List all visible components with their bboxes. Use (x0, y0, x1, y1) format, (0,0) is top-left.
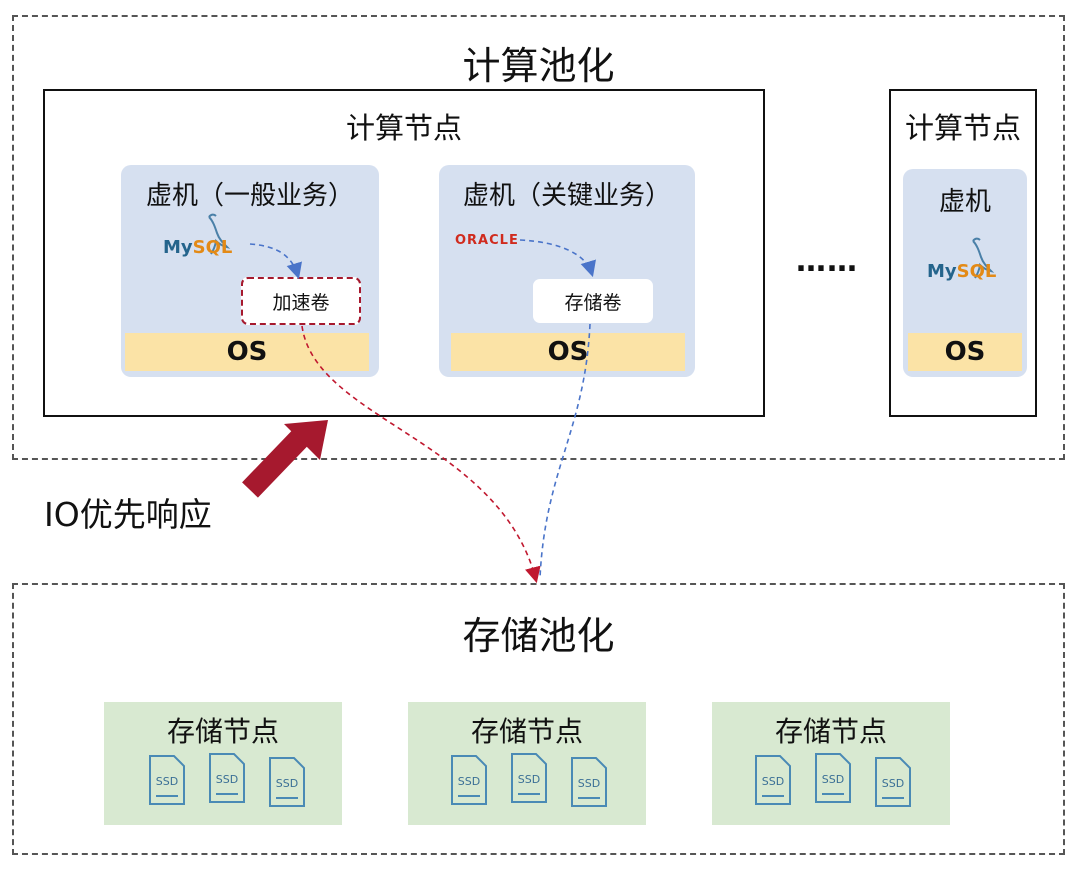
mysql-logo: MySQL (161, 211, 241, 267)
svg-text:SSD: SSD (762, 775, 784, 788)
compute-node-title: 计算节点 (904, 111, 1021, 145)
svg-text:SSD: SSD (518, 773, 540, 786)
svg-text:SSD: SSD (578, 777, 600, 790)
svg-text:SSD: SSD (822, 773, 844, 786)
svg-text:SSD: SSD (216, 773, 238, 786)
ssd-icon: SSD (506, 752, 548, 806)
compute-pool: 计算池化 (12, 15, 1065, 460)
storage-volume: 存储卷 (533, 279, 653, 323)
svg-text:SSD: SSD (156, 775, 178, 788)
storage-node: 存储节点 SSD SSD SSD (104, 702, 342, 825)
mysql-wordmark: MySQL (927, 261, 996, 282)
storage-node-title: 存储节点 (774, 715, 887, 748)
ssd-icon: SSD (204, 752, 246, 806)
mysql-text-my: My (927, 261, 957, 282)
ssd-icon: SSD (750, 754, 792, 808)
storage-node-title: 存储节点 (166, 715, 279, 748)
storage-pool: 存储池化 (12, 583, 1065, 855)
svg-text:SSD: SSD (276, 777, 298, 790)
ssd-icon: SSD (870, 756, 912, 810)
os-bar: OS (125, 333, 369, 371)
vm-critical: 虚机（关键业务） ORACLE 存储卷 OS (439, 165, 695, 377)
oracle-logo: ORACLE (455, 233, 519, 248)
vm-side: 虚机 MySQL OS (903, 169, 1027, 377)
ssd-icon: SSD (566, 756, 608, 810)
vm-general-title: 虚机（一般业务） (145, 181, 354, 211)
vm-critical-title: 虚机（关键业务） (462, 181, 671, 211)
mysql-wordmark: MySQL (163, 237, 232, 258)
dolphin-icon (972, 237, 995, 279)
mysql-text-sql: SQL (956, 261, 997, 282)
ssd-icon: SSD (144, 754, 186, 808)
mysql-logo: MySQL (925, 235, 1005, 291)
vm-general: 虚机（一般业务） MySQL 加速卷 OS (121, 165, 379, 377)
os-bar: OS (451, 333, 685, 371)
dolphin-icon (208, 213, 231, 255)
compute-node-title: 计算节点 (345, 111, 462, 145)
ssd-icon: SSD (810, 752, 852, 806)
compute-pool-title: 计算池化 (462, 44, 615, 88)
svg-text:SSD: SSD (458, 775, 480, 788)
storage-node: 存储节点 SSD SSD SSD (712, 702, 950, 825)
ssd-icon: SSD (264, 756, 306, 810)
os-bar: OS (908, 333, 1022, 371)
vm-side-title: 虚机 (938, 187, 991, 217)
mysql-text-my: My (163, 237, 193, 258)
storage-node: 存储节点 SSD SSD SSD (408, 702, 646, 825)
storage-pool-title: 存储池化 (462, 614, 615, 658)
more-nodes-ellipsis: …… (796, 244, 858, 279)
mysql-text-sql: SQL (192, 237, 233, 258)
svg-text:SSD: SSD (882, 777, 904, 790)
ssd-icon: SSD (446, 754, 488, 808)
accelerated-volume: 加速卷 (241, 277, 361, 325)
io-priority-label: IO优先响应 (44, 495, 212, 534)
compute-node-main: 计算节点 虚机（一般业务） MySQL 加速卷 OS 虚机（关键业务） ORAC… (43, 89, 765, 417)
storage-node-title: 存储节点 (470, 715, 583, 748)
compute-node-side: 计算节点 虚机 MySQL OS (889, 89, 1037, 417)
